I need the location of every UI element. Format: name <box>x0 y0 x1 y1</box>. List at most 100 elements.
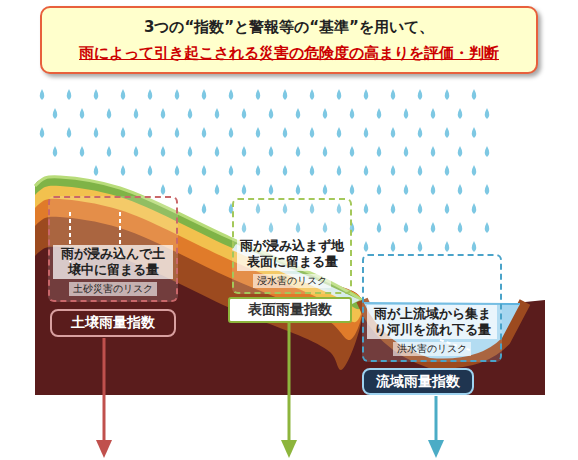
raindrop <box>364 241 369 252</box>
raindrop <box>283 89 288 100</box>
raindrop <box>283 165 288 176</box>
raindrop <box>377 146 382 157</box>
raindrop <box>148 89 153 100</box>
raindrop <box>296 108 301 119</box>
raindrop <box>472 203 477 214</box>
raindrop <box>53 108 58 119</box>
arrow-head <box>96 440 112 458</box>
raindrop <box>391 89 396 100</box>
raindrop <box>296 184 301 195</box>
raindrop <box>310 165 315 176</box>
raindrop <box>269 146 274 157</box>
raindrop <box>458 184 463 195</box>
raindrop <box>229 89 234 100</box>
scope-description: 雨が浸み込んで土壌中に留まる量 <box>53 245 173 280</box>
raindrop <box>350 146 355 157</box>
raindrop <box>242 146 247 157</box>
raindrop <box>175 165 180 176</box>
arrow-head <box>281 440 297 458</box>
index-scope-box: 雨が上流域から集まり河川を流れ下る量洪水害のリスク <box>362 254 502 362</box>
raindrop <box>404 222 409 233</box>
raindrop <box>418 165 423 176</box>
raindrop <box>161 108 166 119</box>
scope-description: 雨が浸み込まず地表面に留まる量 <box>237 237 347 272</box>
raindrop <box>391 165 396 176</box>
raindrop <box>377 222 382 233</box>
raindrop <box>67 127 72 138</box>
raindrop <box>121 165 126 176</box>
raindrop <box>445 127 450 138</box>
raindrop <box>323 108 328 119</box>
soil-band <box>35 177 363 370</box>
raindrop <box>431 108 436 119</box>
raindrop <box>161 146 166 157</box>
raindrop <box>188 146 193 157</box>
raindrop <box>431 146 436 157</box>
raindrop <box>296 146 301 157</box>
raindrop <box>256 127 261 138</box>
raindrop <box>485 108 490 119</box>
index-box: 土壌雨量指数 <box>50 309 176 337</box>
raindrop <box>472 241 477 252</box>
raindrop <box>215 184 220 195</box>
raindrop <box>188 108 193 119</box>
raindrop <box>404 146 409 157</box>
raindrop <box>175 127 180 138</box>
raindrop <box>472 127 477 138</box>
raindrop <box>215 108 220 119</box>
raindrop <box>202 89 207 100</box>
raindrop <box>458 108 463 119</box>
raindrop <box>67 89 72 100</box>
raindrop <box>161 184 166 195</box>
raindrop <box>269 184 274 195</box>
raindrop <box>283 127 288 138</box>
raindrop <box>377 108 382 119</box>
raindrop <box>107 108 112 119</box>
arrow-shaft <box>435 396 438 442</box>
banner-emphasis: 雨によって引き起こされる災害の危険度の高まりを評価・判断 <box>79 44 499 63</box>
raindrop <box>337 89 342 100</box>
raindrop <box>202 127 207 138</box>
raindrop <box>256 89 261 100</box>
scope-description: 雨が上流域から集まり河川を流れ下る量 <box>367 305 497 340</box>
raindrop <box>445 165 450 176</box>
raindrop <box>215 146 220 157</box>
raindrop <box>202 203 207 214</box>
raindrop <box>431 184 436 195</box>
raindrop <box>148 127 153 138</box>
raindrop <box>323 184 328 195</box>
raindrop <box>121 89 126 100</box>
raindrop <box>472 89 477 100</box>
raindrop <box>485 222 490 233</box>
index-box: 流域雨量指数 <box>362 368 474 395</box>
raindrop <box>364 203 369 214</box>
raindrop <box>229 165 234 176</box>
index-name: 表面雨量指数 <box>248 301 332 319</box>
raindrop <box>94 89 99 100</box>
raindrop <box>148 165 153 176</box>
raindrop <box>337 165 342 176</box>
raindrop <box>40 127 45 138</box>
risk-label: 洪水害のリスク <box>393 342 471 356</box>
raindrop <box>418 127 423 138</box>
raindrop <box>40 89 45 100</box>
raindrop <box>431 222 436 233</box>
arrow-shaft <box>288 323 291 442</box>
raindrop <box>472 165 477 176</box>
raindrop <box>445 89 450 100</box>
raindrop <box>53 146 58 157</box>
raindrop <box>350 108 355 119</box>
title-banner: 3つの“指数”と警報等の“基準”を用いて、雨によって引き起こされる災害の危険度の… <box>40 6 538 74</box>
raindrop <box>256 165 261 176</box>
raindrop <box>188 184 193 195</box>
index-name: 土壌雨量指数 <box>71 314 155 332</box>
raindrop <box>377 184 382 195</box>
raindrop <box>404 108 409 119</box>
raindrop <box>445 203 450 214</box>
raindrop <box>391 127 396 138</box>
raindrop <box>134 146 139 157</box>
soil-band <box>35 177 363 322</box>
raindrop <box>175 89 180 100</box>
raindrop <box>323 146 328 157</box>
index-scope-box: 雨が浸み込まず地表面に留まる量浸水害のリスク <box>232 198 352 294</box>
